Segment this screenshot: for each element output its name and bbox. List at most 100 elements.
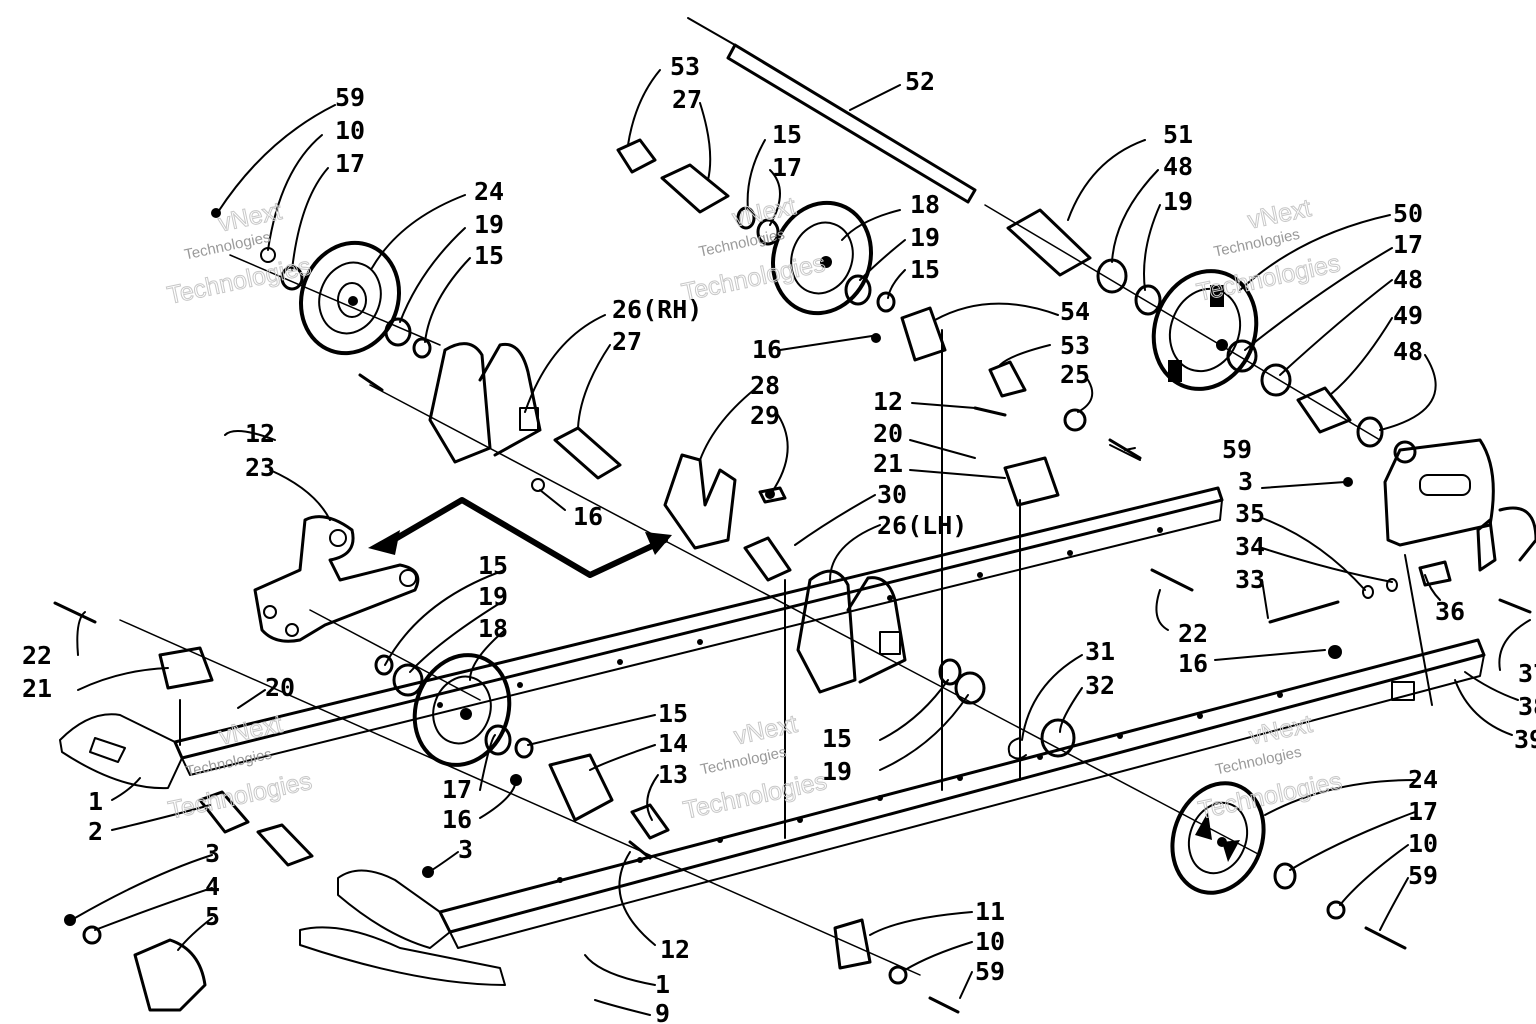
callout: 12 [660, 935, 690, 964]
callout: 48 [1163, 152, 1193, 181]
callout: 17 [335, 149, 365, 178]
idler-wheel-lower-left [412, 653, 512, 767]
callout: 39 [1514, 725, 1536, 754]
callout: 59 [335, 83, 365, 112]
callout: 15 [478, 551, 508, 580]
callout: 35 [1235, 499, 1265, 528]
callout-labels: 59 10 17 24 19 15 53 27 15 17 52 18 19 1… [22, 52, 1536, 1024]
callout: 21 [873, 449, 903, 478]
rail-holes [437, 527, 1283, 883]
leader-lines [74, 69, 1531, 1016]
callout: 54 [1060, 297, 1090, 326]
callout: 22 [1178, 619, 1208, 648]
watermark: vNext Technologies Technologies [1195, 709, 1345, 825]
callout: 24 [474, 177, 504, 206]
rear-axle-line [119, 254, 1261, 976]
callout: 53 [670, 52, 700, 81]
callout: 15 [658, 699, 688, 728]
watermark: vNext Technologies Technologies [1194, 194, 1344, 308]
callout: 26(LH) [877, 511, 967, 540]
svg-text:vNext: vNext [730, 192, 798, 233]
callout: 28 [750, 371, 780, 400]
right-slide-rail [59, 486, 1224, 790]
main-shaft [687, 17, 1381, 441]
watermark: vNext Technologies Technologies [164, 196, 314, 310]
callout: 1 [88, 787, 103, 816]
callout: 12 [245, 419, 275, 448]
upper-mount-bracket-right [796, 569, 907, 694]
callout: 16 [752, 335, 782, 364]
callout: 59 [1222, 435, 1252, 464]
callout: 10 [975, 927, 1005, 956]
svg-text:vNext: vNext [216, 197, 284, 238]
callout: 1 [655, 970, 670, 999]
callout: 2 [88, 817, 103, 846]
idler-wheel-upper-left [298, 240, 402, 356]
callout: 31 [1085, 637, 1115, 666]
callout: 15 [822, 724, 852, 753]
callout: 37 [1518, 659, 1536, 688]
svg-text:vNext: vNext [732, 710, 800, 751]
callout: 20 [265, 673, 295, 702]
left-slide-rail [299, 638, 1486, 986]
callout: 53 [1060, 331, 1090, 360]
callout: 48 [1393, 337, 1423, 366]
callout: 33 [1235, 565, 1265, 594]
callout: 13 [658, 760, 688, 789]
callout: 34 [1235, 532, 1265, 561]
svg-text:vNext: vNext [217, 710, 285, 751]
callout: 10 [335, 116, 365, 145]
callout: 59 [1408, 861, 1438, 890]
rear-side-plate [1383, 438, 1536, 572]
callout: 17 [442, 775, 472, 804]
callout: 19 [478, 582, 508, 611]
callout: 25 [1060, 360, 1090, 389]
callout: 15 [772, 120, 802, 149]
callout: 15 [910, 255, 940, 284]
small-parts [64, 138, 1452, 1012]
callout: 16 [442, 805, 472, 834]
center-pivot-bracket [663, 453, 737, 550]
upper-mount-bracket-left [428, 342, 542, 464]
callout: 18 [910, 190, 940, 219]
callout: 3 [1238, 467, 1253, 496]
callout: 50 [1393, 199, 1423, 228]
callout: 10 [1408, 829, 1438, 858]
callout: 17 [1408, 797, 1438, 826]
callout: 38 [1518, 692, 1536, 721]
callout: 26(RH) [612, 295, 702, 324]
callout: 12 [873, 387, 903, 416]
callout: 19 [910, 223, 940, 252]
callout: 4 [205, 872, 220, 901]
callout: 3 [458, 835, 473, 864]
watermark: vNext Technologies Technologies [680, 709, 830, 825]
callout: 22 [22, 641, 52, 670]
callout: 18 [478, 614, 508, 643]
callout: 9 [655, 999, 670, 1024]
callout: 30 [877, 480, 907, 509]
callout: 16 [1178, 649, 1208, 678]
callout: 59 [975, 957, 1005, 986]
callout: 48 [1393, 265, 1423, 294]
callout: 20 [873, 419, 903, 448]
callout: 27 [612, 327, 642, 356]
direction-arrow [368, 497, 672, 578]
callout: 5 [205, 902, 220, 931]
watermark: vNext Technologies Technologies [165, 709, 315, 825]
callout: 19 [1163, 187, 1193, 216]
callout: 11 [975, 897, 1005, 926]
watermarks: vNext Technologies Technologies vNext Te… [164, 192, 1345, 826]
callout: 32 [1085, 671, 1115, 700]
idler-wheel-lower-right [1170, 781, 1266, 895]
callout: 3 [205, 839, 220, 868]
svg-text:vNext: vNext [1245, 194, 1313, 235]
callout: 51 [1163, 120, 1193, 149]
callout: 17 [1393, 230, 1423, 259]
callout: 24 [1408, 765, 1438, 794]
callout: 19 [474, 210, 504, 239]
callout: 23 [245, 453, 275, 482]
callout: 16 [573, 502, 603, 531]
callout: 21 [22, 674, 52, 703]
callout: 19 [822, 757, 852, 786]
